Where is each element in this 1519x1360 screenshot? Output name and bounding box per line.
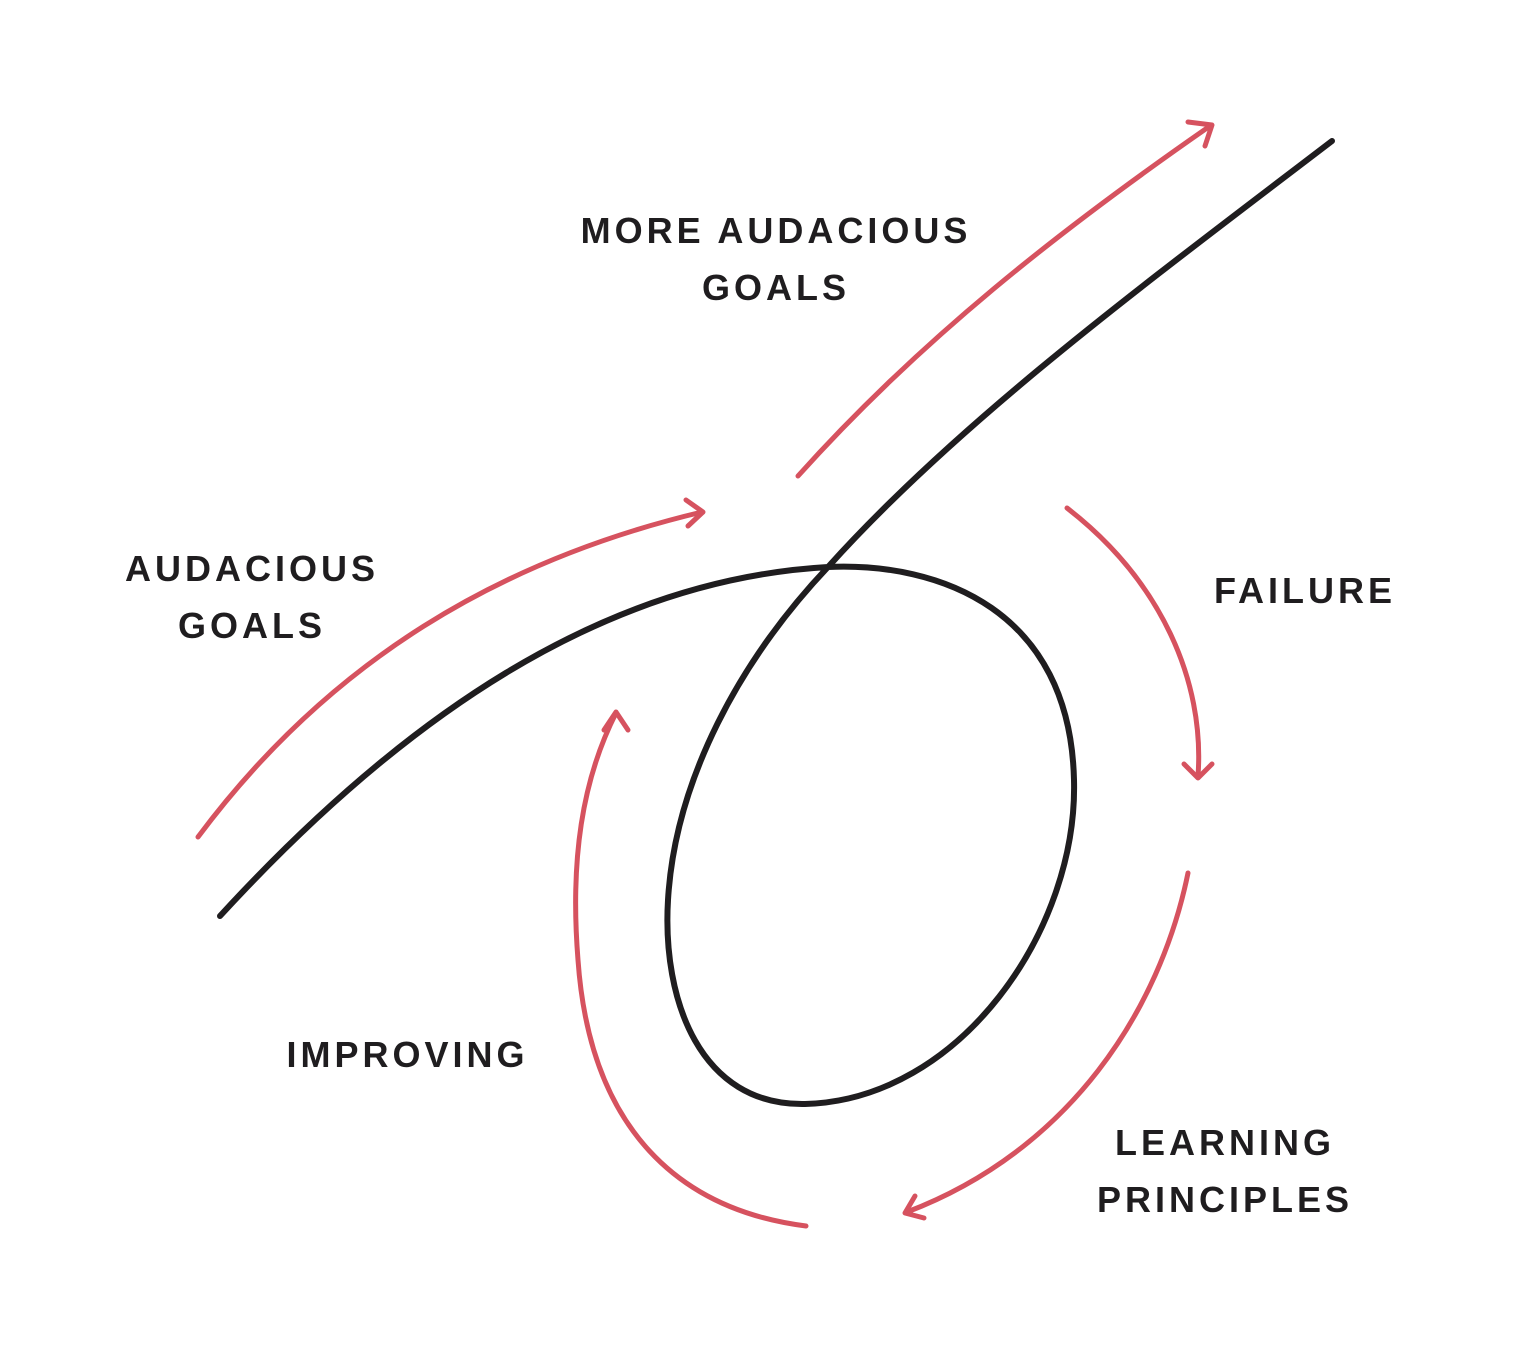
failure-arrowhead [1181,761,1215,781]
learning-principles-arrowhead [902,1193,927,1221]
learning-principles-line2: PRINCIPLES [1096,1179,1354,1220]
improving-arrowhead [601,709,631,733]
more-audacious-goals-arrow [795,123,1213,479]
learning-principles-line1: LEARNING [1115,1122,1335,1163]
more-audacious-goals-line2: GOALS [701,267,850,308]
improving-line1: IMPROVING [286,1034,529,1075]
failure-arrow [1064,505,1202,779]
more-audacious-goals-line1: MORE AUDACIOUS [580,210,972,251]
audacious-goals-arrowhead [683,497,706,529]
audacious-goals-label: AUDACIOUS GOALS [100,540,404,654]
improving-label: IMPROVING [265,1026,550,1083]
audacious-goals-line1: AUDACIOUS [124,548,379,589]
audacious-goals-arrow [195,509,705,840]
audacious-goals-line2: GOALS [177,605,326,646]
learning-principles-label: LEARNING PRINCIPLES [1090,1114,1360,1228]
more-audacious-goals-label: MORE AUDACIOUS GOALS [560,202,992,316]
learning-principles-arrow [904,870,1191,1215]
progress-loop-curve [217,138,1335,1108]
failure-line1: FAILURE [1213,570,1396,611]
more-audacious-goals-arrowhead [1185,119,1215,149]
improving-arrow [573,710,809,1229]
failure-label: FAILURE [1200,562,1410,619]
